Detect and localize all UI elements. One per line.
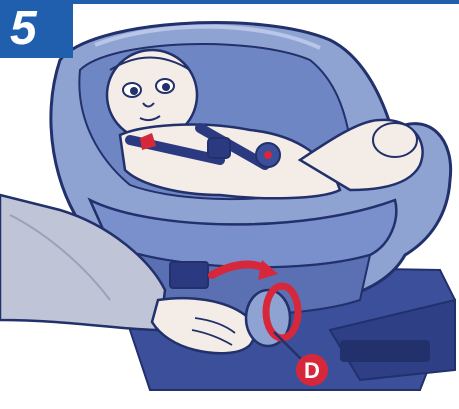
recline-slot — [170, 262, 208, 288]
header-rule — [73, 0, 459, 4]
baby-pupil-left — [130, 87, 138, 95]
buckle-button — [264, 151, 272, 159]
baby-pupil-right — [162, 83, 170, 91]
callout-label: D — [304, 358, 320, 383]
step-badge: 5 — [0, 0, 73, 58]
step-number: 5 — [10, 1, 37, 57]
base-foot — [340, 340, 430, 362]
baby-foot — [373, 123, 417, 157]
chest-clip — [208, 138, 230, 158]
